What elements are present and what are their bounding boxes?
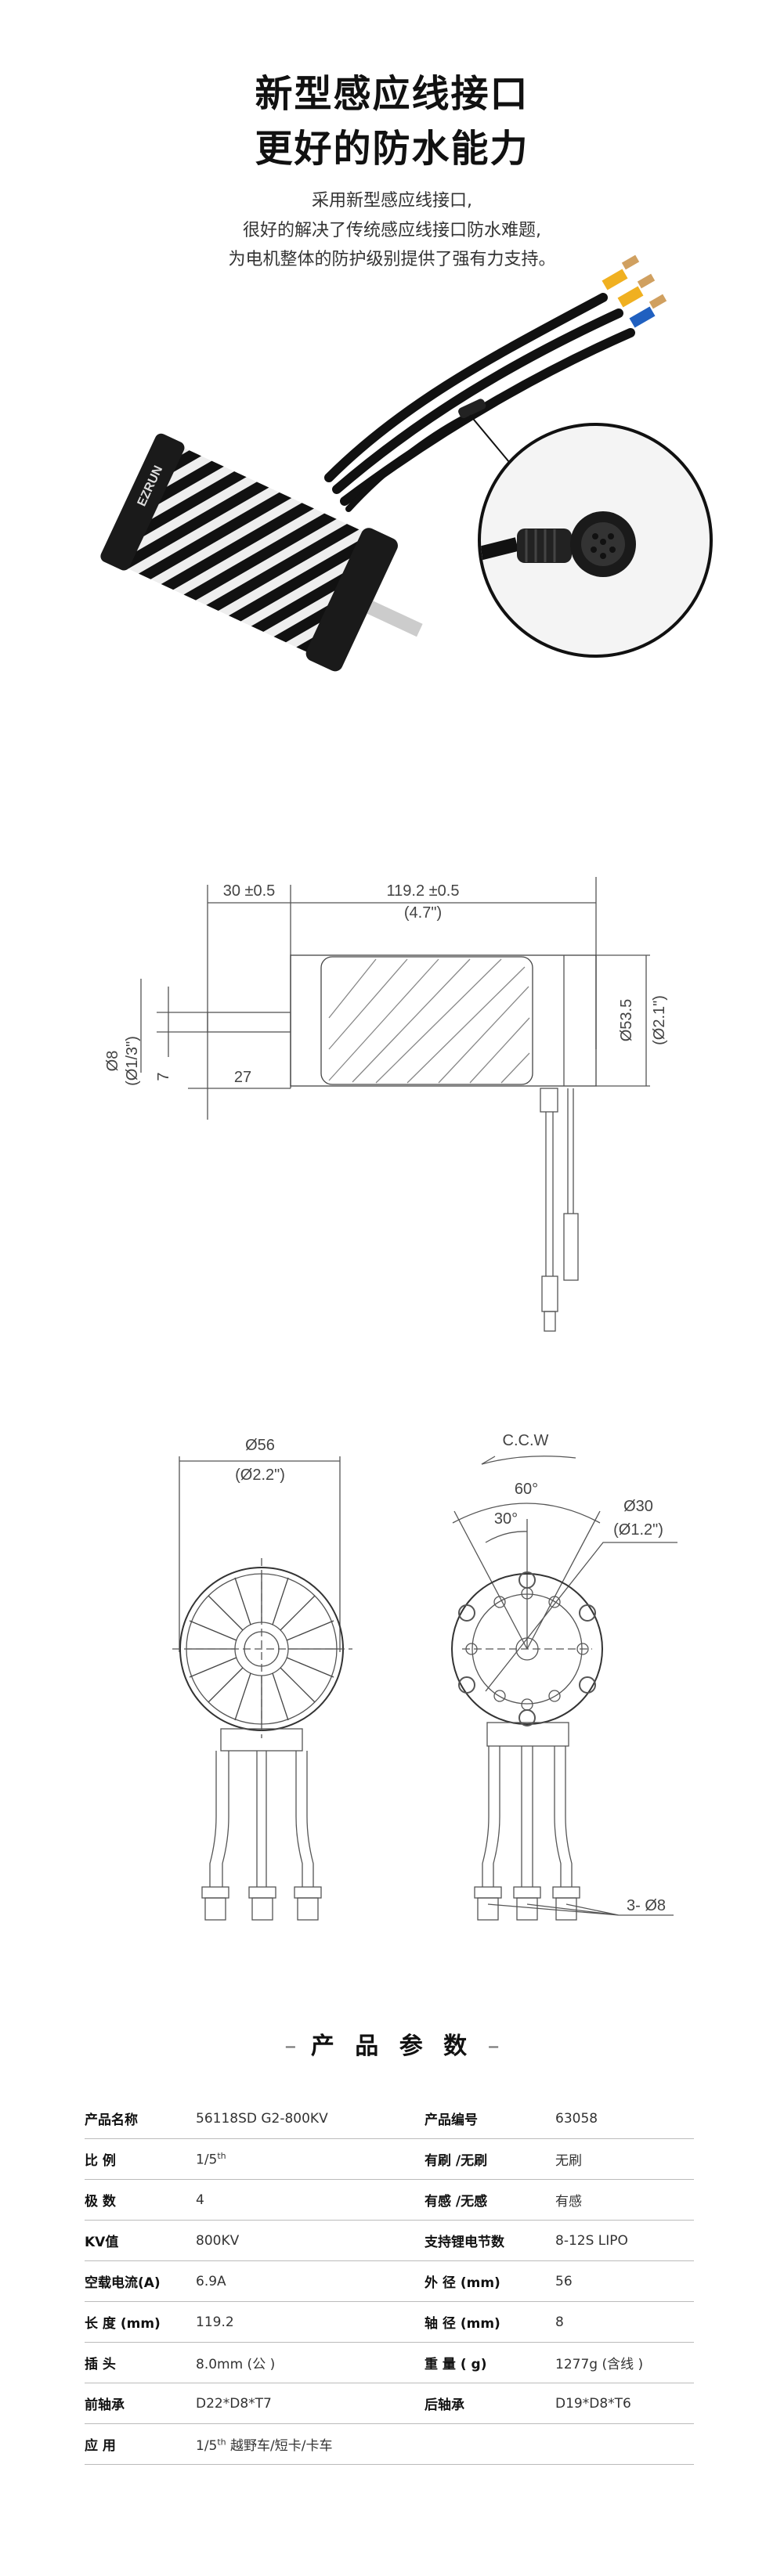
spec-value: 119.2 bbox=[196, 2314, 234, 2330]
dim-body-diameter-inch: (Ø2.1") bbox=[651, 995, 668, 1045]
spec-value: D22*D8*T7 bbox=[196, 2395, 272, 2412]
specs-title: – 产 品 参 数 – bbox=[284, 2033, 500, 2060]
rear-dimension-drawing: C.C.W 60° 30° Ø30 (Ø1.2") 3- Ø8 bbox=[451, 1432, 677, 1921]
spec-label: 轴 径 (mm) bbox=[425, 2316, 500, 2332]
bullet-connectors bbox=[602, 254, 667, 328]
motor-photo: EZRUN bbox=[100, 254, 713, 672]
spec-value: 800KV bbox=[196, 2232, 240, 2249]
spec-value: 6.9A bbox=[196, 2273, 226, 2289]
spec-value: 无刷 bbox=[555, 2153, 582, 2169]
spec-label: 支持锂电节数 bbox=[425, 2235, 504, 2250]
spec-label: 应 用 bbox=[85, 2438, 116, 2454]
spec-label: 有刷 /无刷 bbox=[425, 2153, 488, 2169]
spec-row: 产品名称 56118SD G2-800KV 产品编号 63058 bbox=[85, 2098, 694, 2139]
spec-value: 1/5th bbox=[196, 2150, 226, 2168]
dim-flat-depth: 7 bbox=[155, 1072, 172, 1081]
spec-label: 比 例 bbox=[85, 2153, 116, 2169]
spec-row: 极 数 4 有感 /无感 有感 bbox=[85, 2180, 694, 2221]
spec-value: 8-12S LIPO bbox=[555, 2232, 628, 2249]
spec-label: 产品名称 bbox=[85, 2112, 138, 2128]
spec-label: 插 头 bbox=[85, 2357, 116, 2372]
dim-plug-diameter: 3- Ø8 bbox=[627, 1897, 666, 1914]
spec-label: 重 量 ( g) bbox=[425, 2357, 487, 2372]
dim-front-diameter: Ø56 bbox=[245, 1437, 275, 1454]
spec-row: KV值 800KV 支持锂电节数 8-12S LIPO bbox=[85, 2221, 694, 2261]
spec-label: 长 度 (mm) bbox=[85, 2316, 161, 2332]
hero-body-line-3: 为电机整体的防护级别提供了强有力支持。 bbox=[228, 250, 556, 269]
dim-front-diameter-inch: (Ø2.2") bbox=[235, 1467, 285, 1484]
angle-60-label: 60° bbox=[515, 1481, 538, 1498]
spec-value: 56 bbox=[555, 2273, 573, 2289]
spec-value: 8.0mm (公 ) bbox=[196, 2357, 276, 2372]
spec-label: 产品编号 bbox=[425, 2112, 478, 2128]
dim-bolt-circle: Ø30 bbox=[623, 1498, 653, 1515]
rotation-direction-label: C.C.W bbox=[503, 1432, 549, 1449]
spec-label: 前轴承 bbox=[85, 2397, 125, 2413]
front-dimension-drawing: Ø56 (Ø2.2") bbox=[172, 1437, 352, 1921]
dim-body-length: 119.2 ±0.5 bbox=[387, 882, 460, 900]
dim-flat-length: 27 bbox=[234, 1069, 251, 1086]
spec-value: 1277g (含线 ) bbox=[555, 2357, 644, 2372]
spec-value: 63058 bbox=[555, 2110, 598, 2127]
spec-row: 空载电流(A) 6.9A 外 径 (mm) 56 bbox=[85, 2261, 694, 2302]
side-dimension-drawing: 30 ±0.5 119.2 ±0.5 (4.7") Ø8 (Ø1/3") 7 2… bbox=[104, 877, 668, 1332]
spec-label: 空载电流(A) bbox=[85, 2275, 161, 2291]
spec-row: 比 例 1/5th 有刷 /无刷 无刷 bbox=[85, 2139, 694, 2180]
spec-row: 应 用 1/5th 越野车/短卡/卡车 bbox=[85, 2424, 694, 2465]
spec-label: KV值 bbox=[85, 2235, 119, 2250]
spec-label: 极 数 bbox=[85, 2194, 116, 2210]
spec-label: 后轴承 bbox=[425, 2397, 464, 2413]
dim-shaft-diameter-inch: (Ø1/3") bbox=[124, 1036, 141, 1086]
spec-row: 长 度 (mm) 119.2 轴 径 (mm) 8 bbox=[85, 2302, 694, 2343]
spec-value: 56118SD G2-800KV bbox=[196, 2110, 328, 2127]
dim-bolt-circle-inch: (Ø1.2") bbox=[613, 1521, 663, 1539]
dim-body-length-inch: (4.7") bbox=[404, 904, 442, 922]
specs-title-text: 产 品 参 数 bbox=[310, 2033, 474, 2060]
dim-body-diameter: Ø53.5 bbox=[618, 999, 635, 1041]
spec-value: 1/5th 越野车/短卡/卡车 bbox=[196, 2437, 333, 2454]
dim-shaft-diameter: Ø8 bbox=[104, 1051, 121, 1072]
spec-label: 外 径 (mm) bbox=[425, 2275, 500, 2291]
hero-title-line-1: 新型感应线接口 bbox=[255, 72, 529, 116]
dim-shaft-length: 30 ±0.5 bbox=[223, 882, 276, 900]
spec-value: 有感 bbox=[555, 2194, 582, 2210]
spec-value: 8 bbox=[555, 2314, 564, 2330]
spec-row: 插 头 8.0mm (公 ) 重 量 ( g) 1277g (含线 ) bbox=[85, 2343, 694, 2383]
spec-label: 有感 /无感 bbox=[425, 2194, 488, 2210]
angle-30-label: 30° bbox=[494, 1510, 518, 1528]
hero-body-line-2: 很好的解决了传统感应线接口防水难题, bbox=[243, 221, 541, 240]
spec-value: D19*D8*T6 bbox=[555, 2395, 631, 2412]
spec-row: 前轴承 D22*D8*T7 后轴承 D19*D8*T6 bbox=[85, 2383, 694, 2424]
hero-title-line-2: 更好的防水能力 bbox=[255, 127, 529, 171]
spec-value: 4 bbox=[196, 2192, 204, 2208]
hero-body-line-1: 采用新型感应线接口, bbox=[312, 191, 472, 211]
